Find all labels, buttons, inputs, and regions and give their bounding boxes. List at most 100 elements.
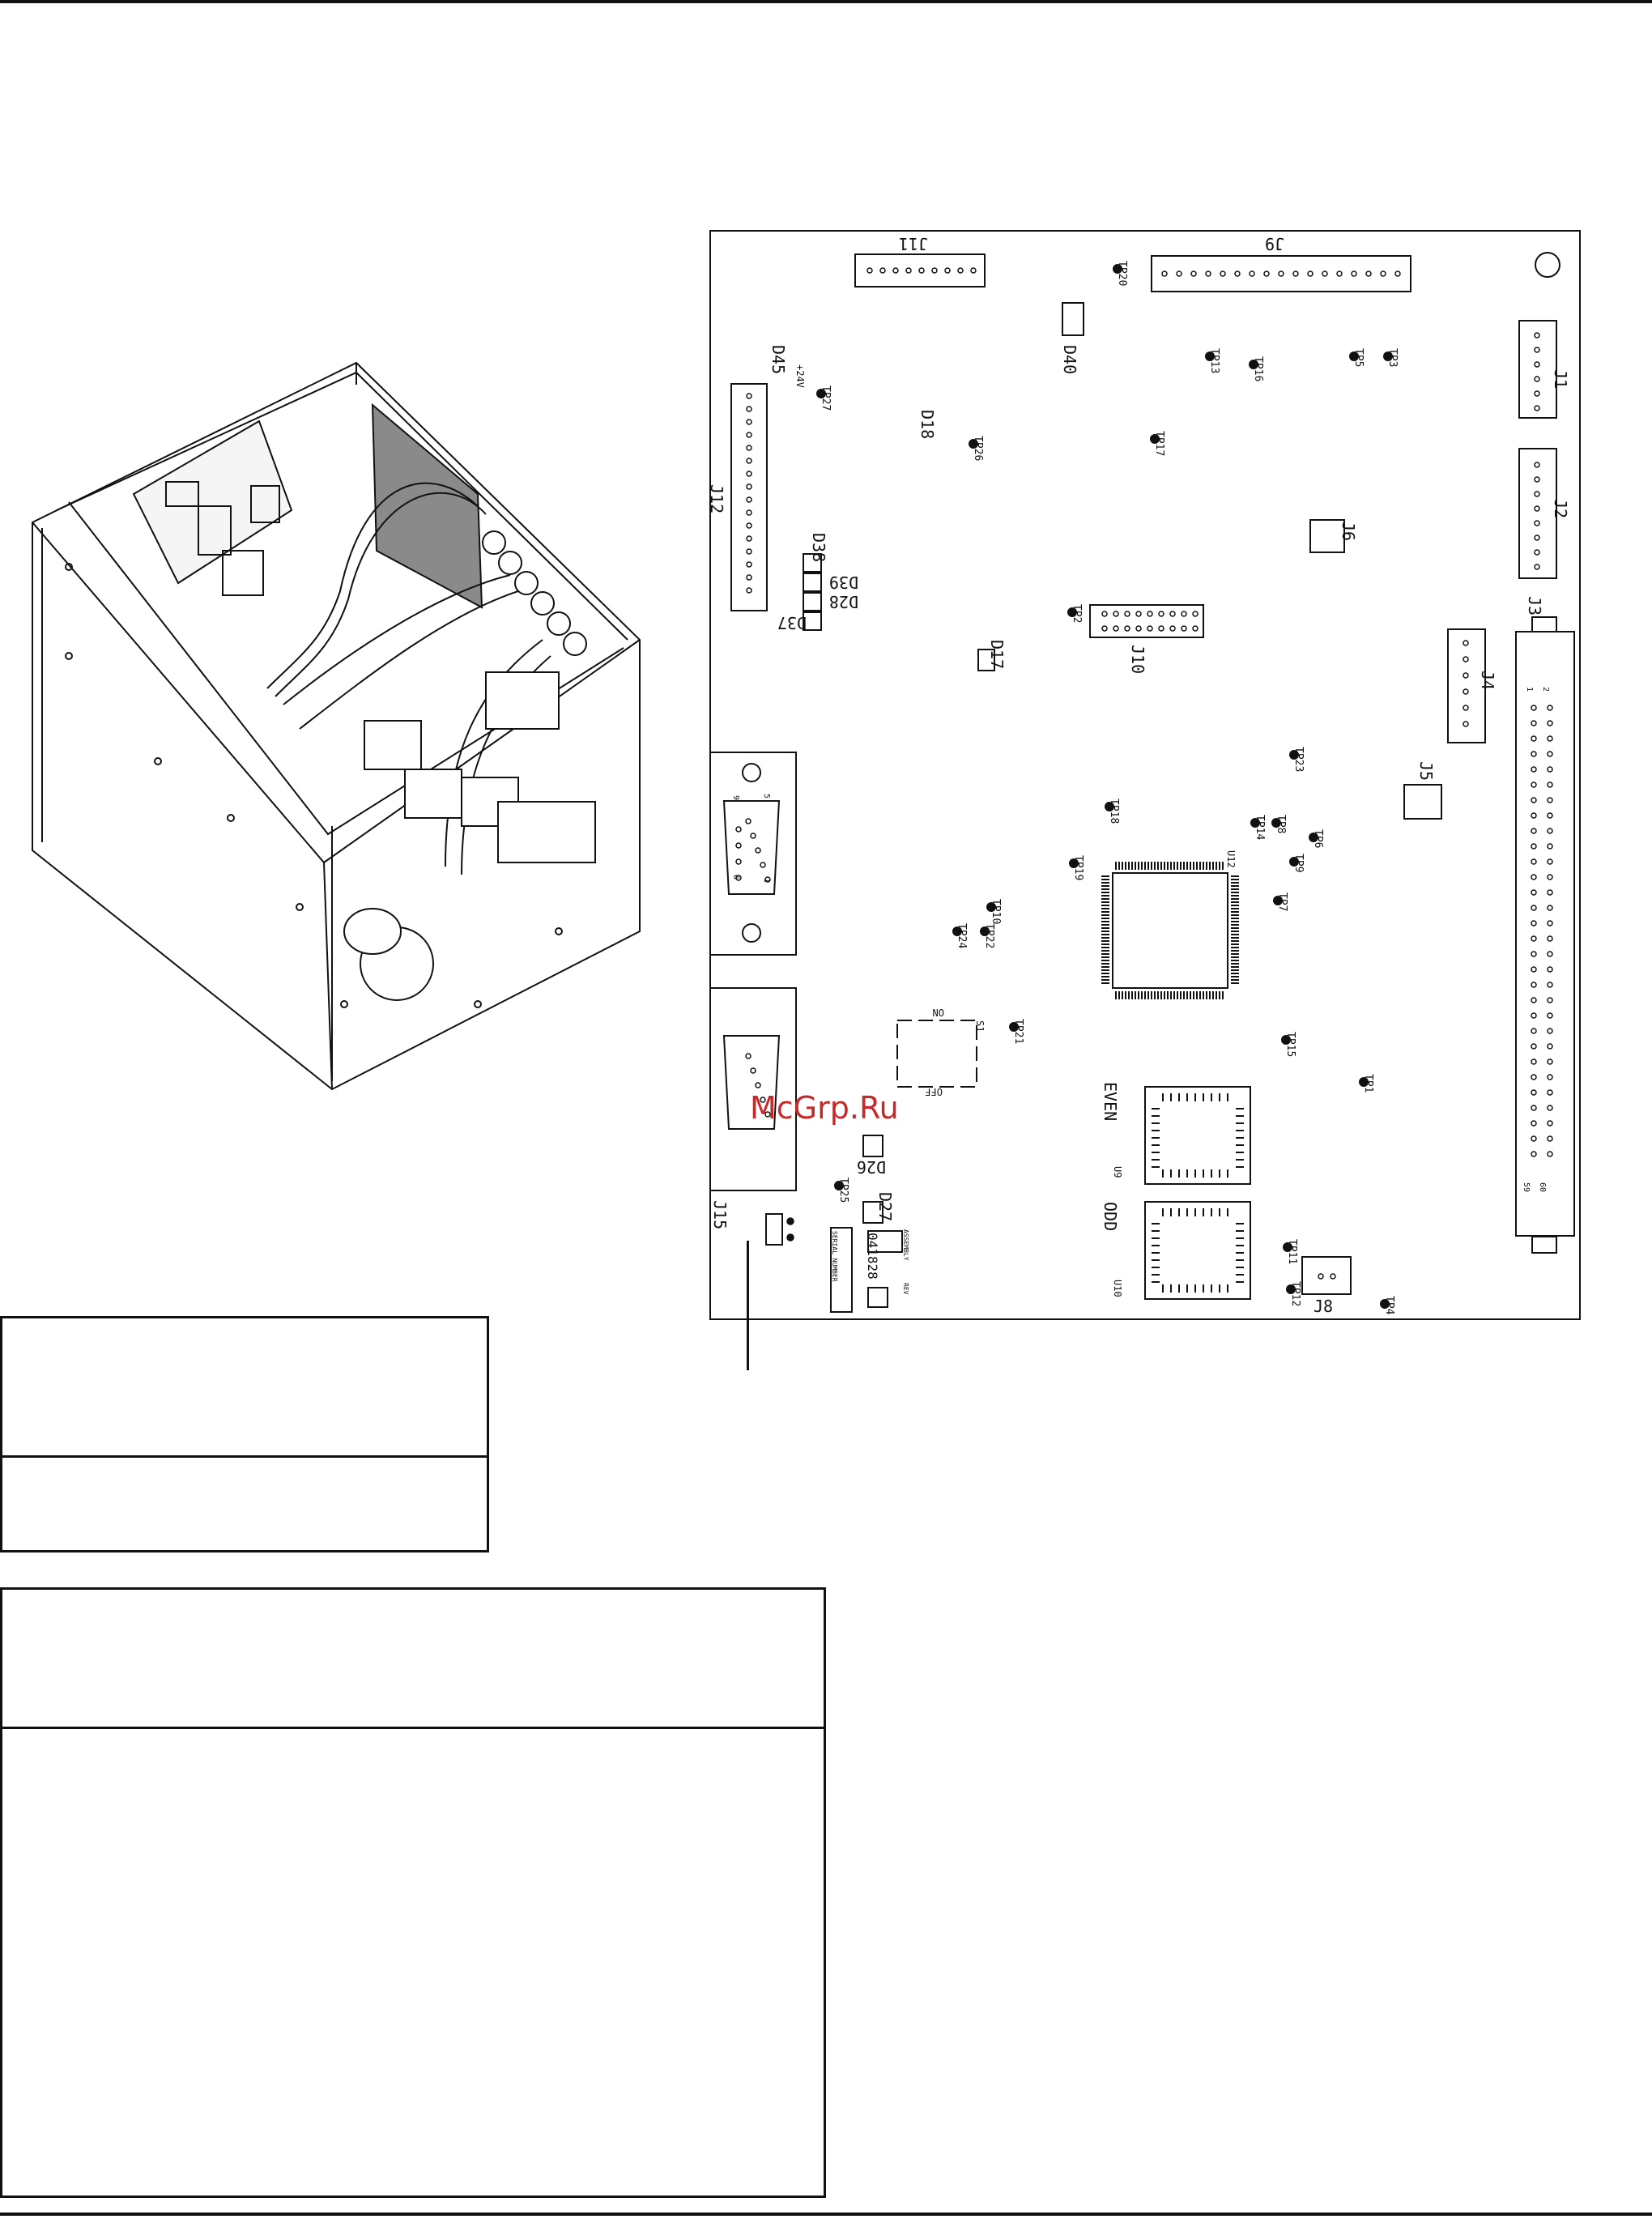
label-j11: J11 xyxy=(899,234,928,253)
pin xyxy=(735,875,742,881)
pin xyxy=(735,842,742,849)
pin xyxy=(1547,951,1553,957)
pin xyxy=(1547,997,1553,1003)
label-d27: D27 xyxy=(875,1192,895,1221)
label-j8: J8 xyxy=(1314,1297,1333,1316)
pin xyxy=(746,471,752,477)
testpoint-dot xyxy=(980,926,990,936)
pin xyxy=(760,1097,766,1103)
pin xyxy=(1124,625,1130,632)
pin xyxy=(1147,611,1153,617)
pin xyxy=(1531,1151,1537,1157)
pin xyxy=(1394,270,1401,277)
pin xyxy=(970,267,977,274)
pin xyxy=(1205,270,1211,277)
pin xyxy=(1547,1151,1553,1157)
testpoint-dot xyxy=(1205,351,1215,361)
testpoint-dot xyxy=(1009,1022,1019,1032)
testpoint-dot xyxy=(816,389,826,398)
pin xyxy=(1547,1058,1553,1065)
diode-d26 xyxy=(862,1135,883,1157)
pin xyxy=(1307,270,1314,277)
testpoint-label: TP11 xyxy=(1286,1239,1298,1264)
pin xyxy=(1547,889,1553,896)
pin xyxy=(1547,1074,1553,1080)
pin xyxy=(1534,462,1540,468)
label-j9: J9 xyxy=(1265,234,1284,253)
pin xyxy=(735,858,742,865)
testpoint-dot xyxy=(986,902,996,912)
pin xyxy=(746,496,752,503)
testpoint-label: TP24 xyxy=(956,923,968,948)
testpoint-dot xyxy=(1113,264,1122,274)
label-u9: U9 xyxy=(1112,1166,1123,1178)
pin xyxy=(879,267,886,274)
label-db-pin1: 1 xyxy=(762,878,771,883)
testpoint-dot xyxy=(952,926,962,936)
pin xyxy=(745,818,751,824)
label-assembly: ASSEMBLY xyxy=(902,1229,909,1261)
pin xyxy=(1463,640,1469,646)
pin xyxy=(918,267,925,274)
connector-j9 xyxy=(1151,255,1411,292)
chip-u10 xyxy=(1144,1201,1251,1300)
pin xyxy=(746,393,752,399)
label-d18: D18 xyxy=(918,410,937,439)
pin xyxy=(1547,1135,1553,1142)
pin xyxy=(944,267,951,274)
testpoint-label: TP3 xyxy=(1386,348,1399,367)
chip-u12 xyxy=(1112,872,1228,989)
pin xyxy=(1534,405,1540,411)
testpoint-dot xyxy=(1250,818,1260,828)
connector-j6 xyxy=(1309,519,1345,553)
label-j15: J15 xyxy=(710,1200,730,1229)
pin xyxy=(1547,843,1553,850)
testpoint-label: TP26 xyxy=(972,436,984,461)
pin xyxy=(746,548,752,555)
pin xyxy=(1330,1273,1336,1280)
pin xyxy=(1135,611,1142,617)
pin xyxy=(1534,361,1540,368)
label-j3: J3 xyxy=(1525,596,1544,615)
testpoint-dot xyxy=(1309,833,1318,842)
pin xyxy=(746,587,752,594)
label-j5: J5 xyxy=(1416,761,1436,781)
pin xyxy=(1547,720,1553,726)
pin xyxy=(1531,828,1537,834)
testpoint-label: TP16 xyxy=(1252,356,1264,381)
pin xyxy=(1463,688,1469,695)
pin xyxy=(1531,843,1537,850)
testpoint-label: TP5 xyxy=(1352,348,1365,367)
pin xyxy=(1181,611,1187,617)
pin xyxy=(1531,1089,1537,1096)
pin xyxy=(1531,982,1537,988)
info-box-small-row-1 xyxy=(2,1318,487,1458)
pin xyxy=(1192,611,1199,617)
pin xyxy=(1531,1135,1537,1142)
testpoint-label: TP22 xyxy=(983,923,995,948)
pin xyxy=(1147,625,1153,632)
pin xyxy=(1534,347,1540,353)
pin xyxy=(1135,625,1142,632)
pin xyxy=(1547,1105,1553,1111)
testpoint-label: TP27 xyxy=(820,385,832,411)
diode-d40 xyxy=(1062,302,1084,336)
pin xyxy=(905,267,912,274)
pin xyxy=(1531,889,1537,896)
pin xyxy=(1161,270,1168,277)
testpoint-label: TP13 xyxy=(1208,348,1220,373)
pin xyxy=(1531,751,1537,757)
pin xyxy=(1531,920,1537,926)
label-j2: J2 xyxy=(1551,499,1570,518)
testpoint-label: TP18 xyxy=(1108,799,1120,824)
pin xyxy=(1547,1028,1553,1034)
pin xyxy=(750,1067,756,1074)
pin xyxy=(1531,858,1537,865)
j15-callout-line xyxy=(747,1241,749,1370)
connector-j3 xyxy=(1515,631,1575,1237)
db9-upper xyxy=(709,752,797,956)
label-j4: J4 xyxy=(1478,671,1497,690)
pin xyxy=(1158,611,1164,617)
pin xyxy=(1534,376,1540,382)
chip-u9 xyxy=(1144,1086,1251,1185)
